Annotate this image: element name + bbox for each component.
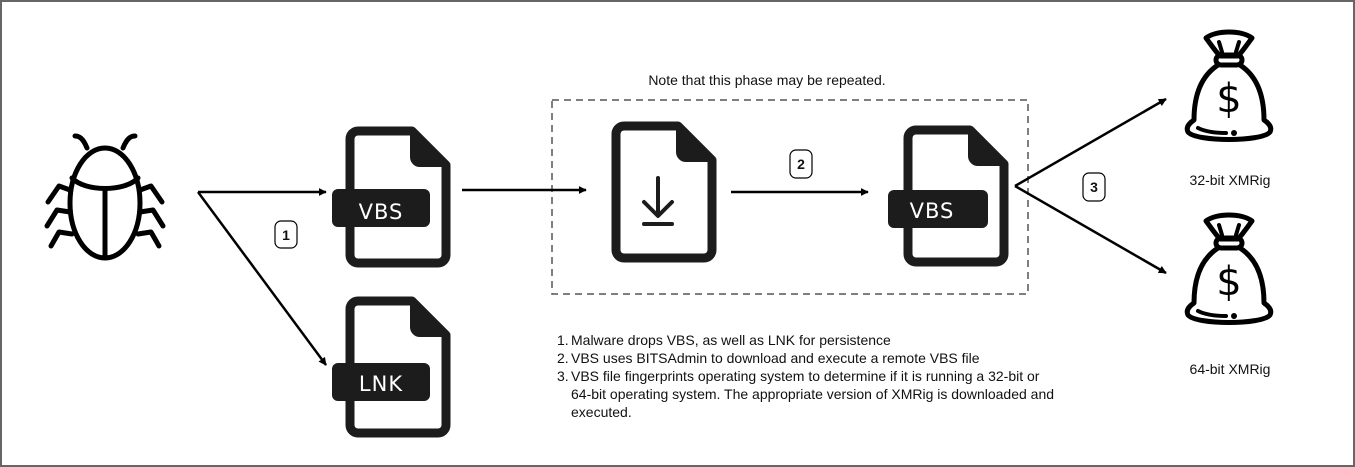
svg-text:3: 3	[1090, 179, 1098, 195]
vbs-remote-tag: VBS	[910, 199, 955, 223]
step-badge-1: 1	[274, 220, 298, 249]
arrow-vbs-to-xmrig32	[1014, 97, 1167, 188]
steps-legend: 1.Malware drops VBS, as well as LNK for …	[557, 331, 1057, 421]
remote-vbs-file-icon	[888, 130, 1004, 262]
step-badge-3: 3	[1082, 172, 1106, 202]
legend-item: 3.VBS file fingerprints operating system…	[557, 368, 1055, 420]
legend-item: 1.Malware drops VBS, as well as LNK for …	[557, 332, 891, 348]
repeat-note: Note that this phase may be repeated.	[648, 72, 885, 88]
svg-text:1: 1	[282, 227, 290, 243]
bug-icon	[44, 133, 166, 261]
step-badge-2: 2	[789, 149, 813, 179]
money-bag-icon-64	[1187, 215, 1271, 323]
vbs-file-icon	[332, 131, 446, 263]
legend-item: 2.VBS uses BITSAdmin to download and exe…	[557, 350, 980, 366]
file-download-icon	[616, 126, 712, 258]
repeat-phase-box	[551, 99, 1029, 295]
lnk-file-icon	[332, 301, 446, 433]
vbs-dropped-tag: VBS	[359, 200, 404, 224]
xmrig32-label: 32-bit XMRig	[1190, 172, 1271, 188]
money-bag-icon-32	[1187, 32, 1271, 140]
lnk-dropped-tag: LNK	[359, 372, 403, 396]
arrow-malware-to-lnk	[196, 191, 328, 366]
xmrig64-label: 64-bit XMRig	[1190, 361, 1271, 377]
svg-text:2: 2	[797, 156, 805, 172]
arrow-vbs-to-xmrig64	[1014, 184, 1167, 275]
